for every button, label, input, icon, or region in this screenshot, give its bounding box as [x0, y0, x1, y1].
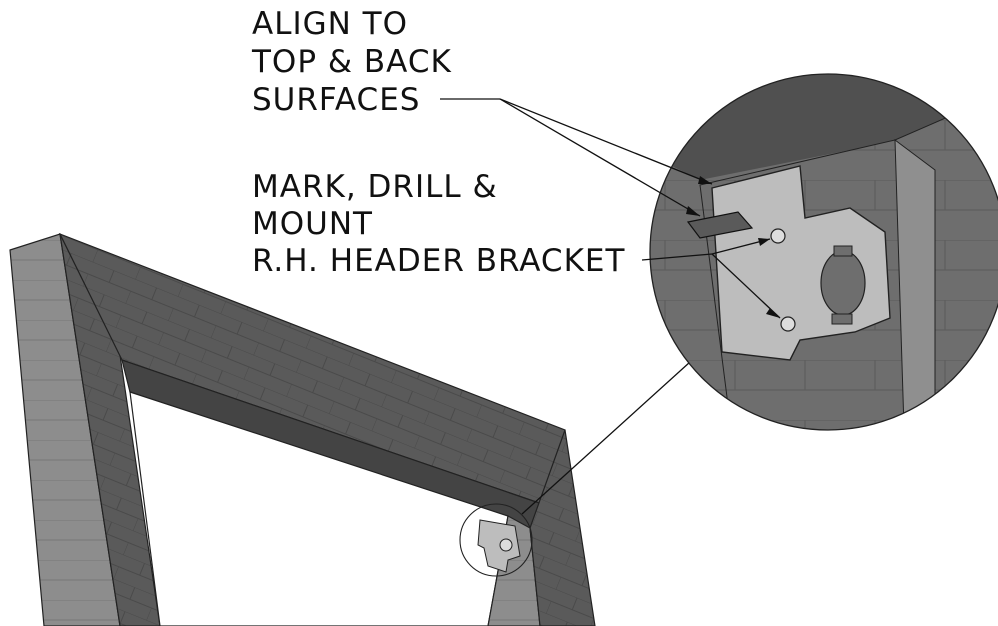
- callout-align-line-3: SURFACES: [252, 82, 420, 118]
- right-column-face: [529, 429, 596, 626]
- arrowhead-mount-upper: [758, 238, 770, 246]
- arrowhead-mount-lower: [766, 308, 780, 318]
- alignment-tab: [686, 211, 754, 239]
- arrowhead-align-tab: [686, 206, 700, 216]
- left-column-edge: [9, 233, 121, 626]
- small-bracket-hole: [499, 538, 513, 552]
- detail-connector-line: [521, 361, 691, 515]
- keyhole-cutout: [820, 250, 866, 316]
- drill-hole-lower: [780, 316, 796, 332]
- leader-align-to-tab: [499, 98, 701, 217]
- callout-align-line-2: TOP & BACK: [251, 44, 452, 80]
- callout-align: ALIGN TO TOP & BACK SURFACES: [251, 6, 713, 217]
- leader-mount-to-lower-hole: [711, 253, 781, 319]
- leader-mount-horizontal: [641, 253, 713, 261]
- drill-hole-upper: [770, 228, 786, 244]
- detail-circle-small: [459, 503, 533, 577]
- callout-mount-line-2: MOUNT: [252, 206, 373, 242]
- callout-mount: MARK, DRILL & MOUNT R.H. HEADER BRACKET: [252, 169, 781, 319]
- leader-align-to-top: [499, 98, 713, 185]
- callout-mount-line-1: MARK, DRILL &: [252, 169, 498, 205]
- callout-align-line-1: ALIGN TO: [252, 6, 408, 42]
- zoom-detail-view: [649, 73, 998, 431]
- header-frame: [9, 232, 596, 626]
- door-opening: [129, 391, 509, 626]
- detail-circle-large: [649, 73, 998, 431]
- arrowhead-align-top: [698, 176, 712, 184]
- small-bracket: [477, 519, 521, 573]
- callout-mount-line-3: R.H. HEADER BRACKET: [252, 243, 625, 279]
